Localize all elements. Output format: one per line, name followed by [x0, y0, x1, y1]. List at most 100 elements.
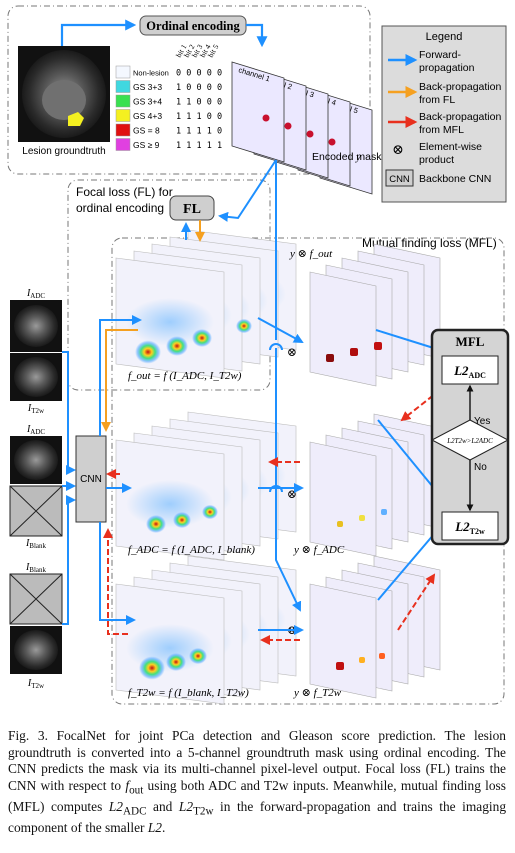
svg-text:L2T2w: L2T2w	[454, 519, 485, 536]
stack-ft2w-lesion-1	[139, 656, 165, 680]
mask-lesion-4	[328, 138, 336, 146]
legend-forward-line1: Forward-	[419, 49, 462, 61]
encoding-to-mask-arrow	[246, 23, 268, 48]
gt-to-encoding-arrow	[60, 19, 137, 46]
grade-code-0: 0 0 0 0 0	[176, 69, 222, 79]
y-ft2w-label: y ⊗ f_T2w	[293, 687, 342, 699]
legend: Legend Forward- propagation Back-propaga…	[381, 25, 507, 203]
grade-label-2: GS 3+4	[133, 97, 162, 107]
fl-backprop-arrow	[101, 329, 138, 432]
legend-backfl-line2: from FL	[419, 94, 455, 106]
mfl-back-cnn-2	[103, 528, 128, 635]
fadc-label: f_ADC = f (I_ADC, I_blank)	[128, 544, 255, 556]
otimes-fadc: ⊗	[287, 487, 297, 501]
grade-swatch-4	[115, 123, 131, 137]
decision-yes: Yes	[474, 416, 490, 427]
input-t2w-1-sub: T2w	[31, 407, 45, 415]
encoded-mask-label: Encoded mask	[312, 151, 382, 163]
ft2w-label: f_T2w = f (I_blank, I_T2w)	[128, 687, 249, 699]
caption-fout-sub: out	[129, 784, 144, 797]
caption-part-3: and	[146, 799, 179, 815]
svg-text:IT2w: IT2w	[27, 678, 45, 690]
lesion-groundtruth-image	[18, 46, 110, 142]
input-t2w-2-label: I	[27, 678, 32, 689]
legend-product-line1: Element-wise	[419, 141, 482, 153]
caption-part-5: .	[161, 820, 166, 836]
svg-text:L2ADC: L2ADC	[453, 363, 486, 380]
caption-l2adc: L2	[108, 799, 123, 815]
l2t2w-box	[441, 511, 499, 541]
input-images: IADC IT2w IADC IBlank IBlank IT2w	[9, 288, 63, 690]
mask-lesion-2	[284, 122, 292, 130]
input-blank-2-sub: Blank	[29, 566, 46, 574]
y-fout-label: y ⊗ f_out	[289, 248, 333, 260]
encoded-mask-stack: channel 5channel 4channel 3channel 2chan…	[231, 61, 373, 195]
otimes-fout: ⊗	[287, 345, 297, 359]
stack-yadc-lesion-2	[359, 515, 365, 521]
otimes-icon: ⊗	[392, 143, 404, 158]
ordinal-region-border	[7, 5, 371, 175]
stack-yadc-plane-1	[309, 441, 377, 557]
grade-code-1: 1 0 0 0 0	[176, 83, 222, 93]
grade-code-5: 1 1 1 1 1	[176, 141, 222, 151]
stack-fout-lesion-2	[166, 336, 188, 356]
ft2w-heatmap-stack	[115, 555, 297, 705]
svg-text:IBlank: IBlank	[25, 562, 47, 574]
caption-part-2: using both ADC and T2w inputs. Meanwhile…	[8, 777, 506, 815]
stack-fout-lesion-1	[135, 340, 161, 364]
stack-yadc-lesion-1	[337, 521, 343, 527]
legend-backmfl-line1: Back-propagation	[419, 111, 501, 123]
cnn-box	[75, 435, 107, 523]
caption-l2t2w: L2	[178, 799, 194, 815]
legend-cnn-label: Backbone CNN	[419, 173, 491, 185]
stack-yt2w-lesion-2	[359, 657, 365, 663]
cnn-to-fout-arrow	[99, 315, 142, 436]
grade-label-1: GS 3+3	[133, 82, 162, 92]
input-blank-1-label: I	[25, 538, 30, 549]
caption-l2: L2	[147, 820, 162, 836]
legend-product-line2: product	[419, 154, 454, 166]
stack-yout-lesion-3	[374, 342, 382, 350]
input-t2w-2-sub: T2w	[31, 682, 45, 690]
grade-label-0: Non-lesion	[133, 69, 169, 78]
svg-text:IADC: IADC	[26, 424, 45, 436]
l2adc-box	[441, 355, 499, 385]
caption-l2adc-sub: ADC	[122, 805, 147, 818]
fl-region-label-2: ordinal encoding	[76, 201, 164, 215]
input-adc-1-sub: ADC	[30, 292, 45, 300]
svg-text:IT2w: IT2w	[27, 403, 45, 415]
grade-label-4: GS = 8	[133, 126, 160, 136]
l2adc-label: L2	[453, 363, 469, 378]
input-adc-1-label: I	[26, 288, 31, 299]
stack-fout-haze-1	[126, 298, 214, 346]
caption-l2t2w-sub: T2w	[193, 805, 214, 818]
input-arrow-3	[62, 495, 76, 625]
decision-cond: L2T2w>L2ADC	[446, 437, 493, 445]
legend-backmfl-line2: from MFL	[419, 124, 464, 136]
grade-label-5: GS ≥ 9	[133, 140, 160, 150]
l2t2w-sub: T2w	[470, 527, 485, 536]
stack-ft2w-lesion-3	[189, 647, 207, 665]
stack-fout-lesion-4	[236, 318, 252, 334]
caption-part-4: in the forward-propagation and trains th…	[8, 799, 507, 836]
mask-to-yt2w-arrow	[275, 500, 302, 612]
input-adc-2-label: I	[26, 424, 31, 435]
mfl-back-yt2w	[397, 573, 436, 631]
mfl-region-label: Mutual finding loss (MFL)	[362, 236, 497, 250]
input-blank-2-label: I	[25, 562, 30, 573]
stack-yadc-lesion-3	[381, 509, 387, 515]
stack-yout-lesion-2	[350, 348, 358, 356]
y-fadc-label: y ⊗ f_ADC	[293, 544, 345, 556]
stack-fadc-lesion-1	[146, 515, 166, 533]
grade-swatch-2	[115, 94, 131, 108]
fout-label: f_out = f (I_ADC, I_T2w)	[128, 370, 242, 382]
fadc-heatmap-stack	[115, 411, 297, 561]
grade-code-4: 1 1 1 1 0	[176, 127, 222, 137]
legend-title: Legend	[426, 31, 463, 43]
grade-code-2: 1 1 0 0 0	[176, 98, 222, 108]
caption-part-1: Fig. 3. FocalNet for joint PCa detection…	[8, 728, 506, 793]
ordinal-encoding-title: Ordinal encoding	[146, 19, 240, 33]
stack-ft2w-lesion-2	[166, 653, 186, 671]
mfl-back-yadc	[400, 389, 441, 422]
